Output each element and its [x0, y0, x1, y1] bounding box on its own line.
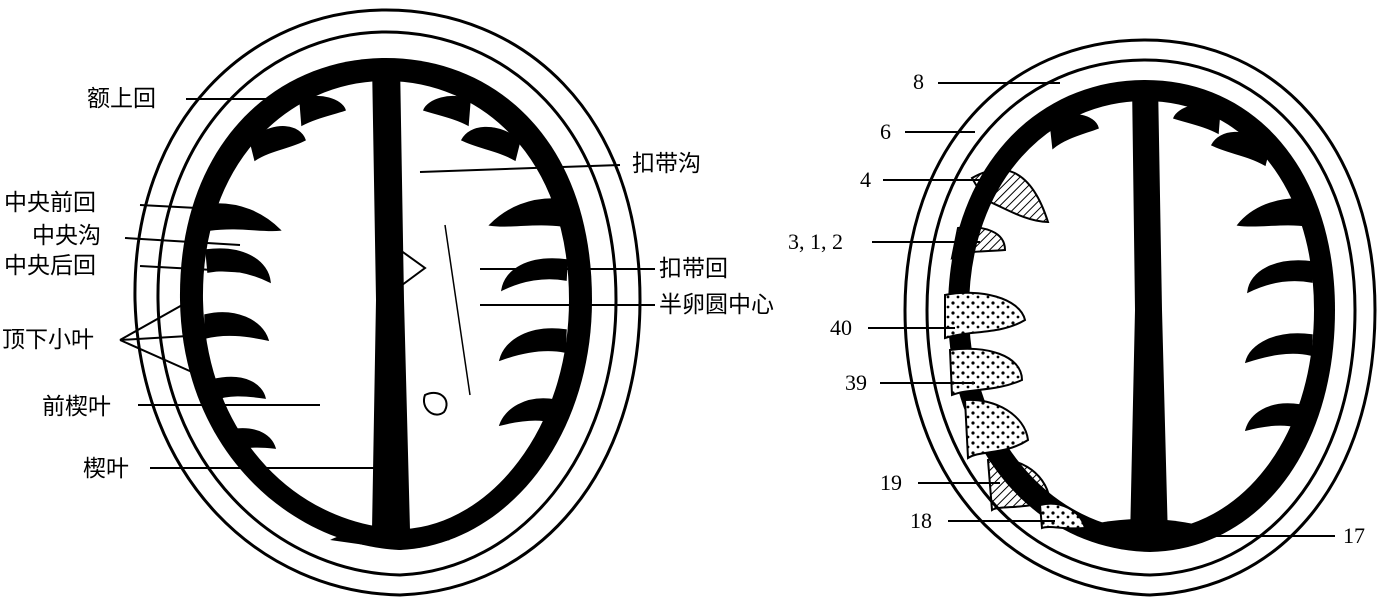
label-area-19: 19 [880, 470, 902, 495]
label-central-sulcus: 中央沟 [32, 223, 101, 249]
label-precuneus: 前楔叶 [42, 394, 111, 420]
area-4-hatched [970, 168, 1050, 224]
area-40-dotted [944, 291, 1027, 340]
label-area-4: 4 [860, 167, 871, 192]
label-area-8: 8 [913, 69, 924, 94]
label-area-40: 40 [830, 315, 852, 340]
area-18-hatched [986, 458, 1052, 512]
right-brain [903, 38, 1377, 597]
label-area-17: 17 [1343, 523, 1365, 548]
left-leader-lines [119, 98, 655, 469]
label-area-39: 39 [845, 370, 867, 395]
label-cuneus: 楔叶 [83, 456, 129, 482]
label-cingulate-gyrus: 扣带回 [659, 256, 728, 282]
right-midline [1130, 82, 1168, 540]
label-postcentral-gyrus: 中央后回 [4, 253, 96, 279]
right-skull-inner [925, 58, 1357, 577]
label-inferior-parietal-lobule: 顶下小叶 [2, 327, 94, 353]
right-skull-outer [903, 38, 1377, 597]
label-superior-frontal-gyrus: 额上回 [87, 86, 156, 112]
left-brain [133, 8, 642, 597]
right-leader-lines [868, 82, 1335, 537]
label-area-6: 6 [880, 119, 891, 144]
label-centrum-semiovale: 半卵圆中心 [659, 292, 774, 318]
label-precentral-gyrus: 中央前回 [4, 190, 96, 216]
left-midline [372, 62, 410, 530]
label-area-3-1-2: 3, 1, 2 [788, 229, 843, 254]
label-area-18: 18 [910, 508, 932, 533]
area-19-dotted [963, 398, 1030, 460]
left-skull-outer [133, 8, 642, 597]
left-skull-inner [156, 30, 618, 577]
label-cingulate-sulcus: 扣带沟 [632, 151, 701, 177]
